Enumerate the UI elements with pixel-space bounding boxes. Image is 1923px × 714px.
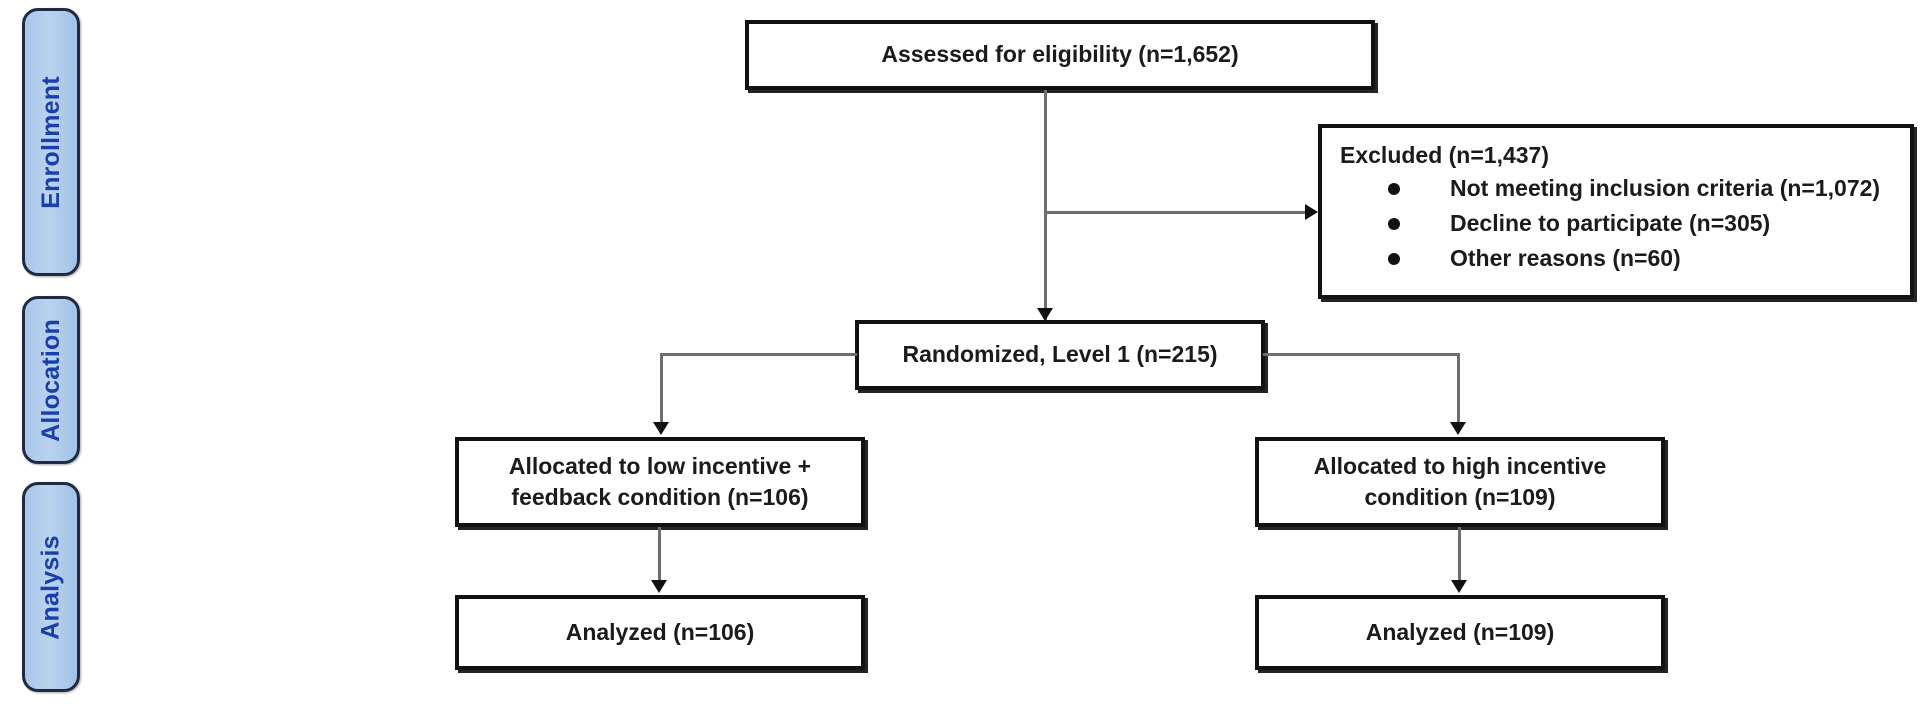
bullet-icon	[1388, 217, 1400, 230]
arrow-right-branch-icon	[1450, 422, 1466, 435]
connector-right-branch-drop	[1457, 353, 1460, 425]
box-excluded-reason-list: Not meeting inclusion criteria (n=1,072)…	[1340, 171, 1892, 276]
list-item: Decline to participate (n=305)	[1388, 206, 1892, 241]
box-allocated-low-incentive: Allocated to low incentive + feedback co…	[455, 437, 865, 527]
bullet-icon	[1388, 252, 1400, 265]
box-randomized: Randomized, Level 1 (n=215)	[855, 320, 1265, 390]
box-excluded-reason-text: Other reasons (n=60)	[1450, 244, 1681, 271]
connector-randomized-to-left-branch	[660, 353, 857, 356]
box-excluded-reason-text: Decline to participate (n=305)	[1450, 209, 1771, 236]
arrow-assessed-to-randomized-icon	[1037, 308, 1053, 321]
stage-tab-enrollment-label: Enrollment	[36, 75, 65, 209]
box-assessed-for-eligibility-text: Assessed for eligibility (n=1,652)	[881, 41, 1239, 68]
connector-assessed-to-randomized	[1044, 90, 1047, 320]
box-analyzed-high-incentive: Analyzed (n=109)	[1255, 595, 1665, 670]
box-excluded-reason-text: Not meeting inclusion criteria (n=1,072)	[1450, 175, 1881, 201]
stage-tab-enrollment: Enrollment	[22, 8, 80, 276]
stage-tab-analysis-label: Analysis	[36, 534, 65, 640]
box-analyzed-low-incentive-text: Analyzed (n=106)	[565, 618, 755, 645]
stage-tab-allocation-label: Allocation	[36, 318, 65, 442]
list-item: Not meeting inclusion criteria (n=1,072)	[1388, 171, 1892, 206]
box-excluded-title: Excluded (n=1,437)	[1340, 142, 1549, 168]
arrow-allocated-left-to-analyzed-left-icon	[651, 580, 667, 593]
box-allocated-high-incentive-line1: Allocated to high incentive	[1313, 452, 1607, 479]
connector-allocated-right-to-analyzed-right	[1458, 527, 1461, 585]
arrow-trunk-to-excluded-icon	[1305, 204, 1318, 220]
list-item: Other reasons (n=60)	[1388, 241, 1892, 276]
stage-tab-analysis: Analysis	[22, 482, 80, 692]
connector-left-branch-drop	[660, 353, 663, 425]
box-allocated-low-incentive-line2: feedback condition (n=106)	[511, 484, 809, 510]
box-allocated-high-incentive-text: Allocated to high incentive condition (n…	[1304, 451, 1617, 513]
box-assessed-for-eligibility: Assessed for eligibility (n=1,652)	[745, 20, 1375, 90]
stage-tab-allocation: Allocation	[22, 296, 80, 464]
box-randomized-text: Randomized, Level 1 (n=215)	[902, 341, 1218, 368]
box-analyzed-low-incentive: Analyzed (n=106)	[455, 595, 865, 670]
box-allocated-high-incentive-line2: condition (n=109)	[1364, 484, 1556, 510]
connector-allocated-left-to-analyzed-left	[658, 527, 661, 585]
box-allocated-high-incentive: Allocated to high incentive condition (n…	[1255, 437, 1665, 527]
box-analyzed-high-incentive-text: Analyzed (n=109)	[1365, 618, 1555, 645]
arrow-left-branch-icon	[653, 422, 669, 435]
bullet-icon	[1388, 183, 1400, 195]
connector-trunk-to-excluded	[1044, 211, 1305, 214]
box-allocated-low-incentive-line1: Allocated to low incentive +	[508, 452, 812, 479]
box-allocated-low-incentive-text: Allocated to low incentive + feedback co…	[499, 451, 821, 513]
box-excluded: Excluded (n=1,437) Not meeting inclusion…	[1318, 124, 1914, 299]
connector-randomized-to-right-branch	[1263, 353, 1460, 356]
arrow-allocated-right-to-analyzed-right-icon	[1451, 580, 1467, 593]
